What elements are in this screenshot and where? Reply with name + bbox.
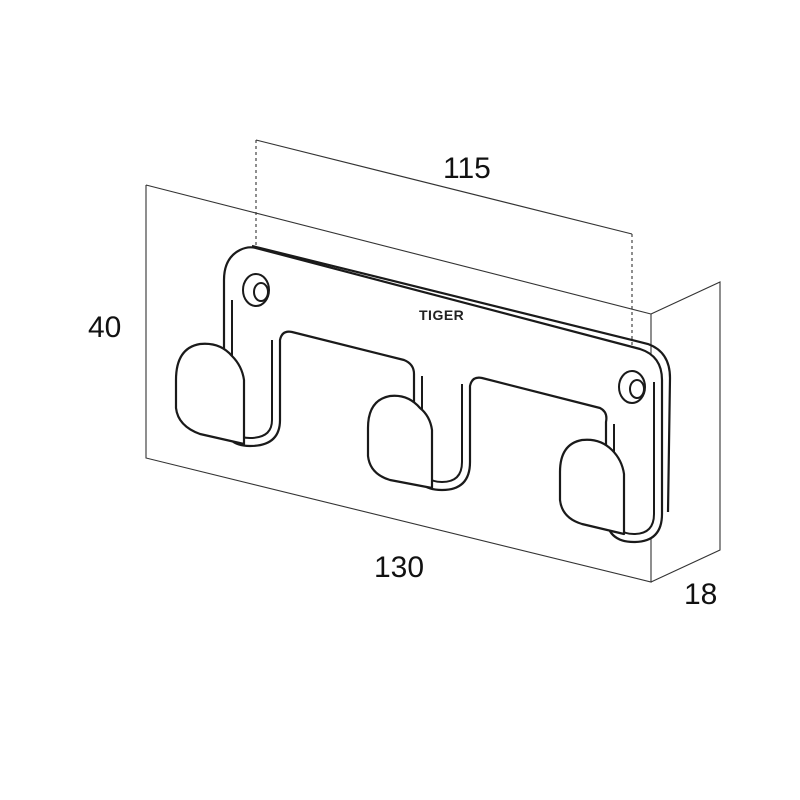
brand-logo: TIGER bbox=[419, 307, 464, 323]
hook-plate bbox=[222, 246, 664, 544]
box-side-face bbox=[650, 281, 721, 583]
dimension-label-width: 130 bbox=[374, 551, 424, 584]
mounting-hole-left-inner bbox=[253, 282, 269, 302]
hook-1-tip bbox=[174, 342, 246, 446]
hook-tips bbox=[174, 342, 626, 536]
dimension-label-depth: 18 bbox=[684, 578, 717, 611]
plate-back-edge bbox=[251, 244, 672, 513]
mounting-hole-right-inner bbox=[629, 379, 645, 399]
dimension-line-top bbox=[255, 139, 633, 235]
mounting-holes bbox=[242, 273, 646, 404]
dimension-label-hole-spacing: 115 bbox=[443, 152, 491, 185]
hook-3-tip bbox=[558, 438, 626, 536]
bounding-box bbox=[145, 184, 721, 583]
hook-2-tip bbox=[366, 394, 434, 490]
dimension-label-height: 40 bbox=[88, 311, 121, 344]
